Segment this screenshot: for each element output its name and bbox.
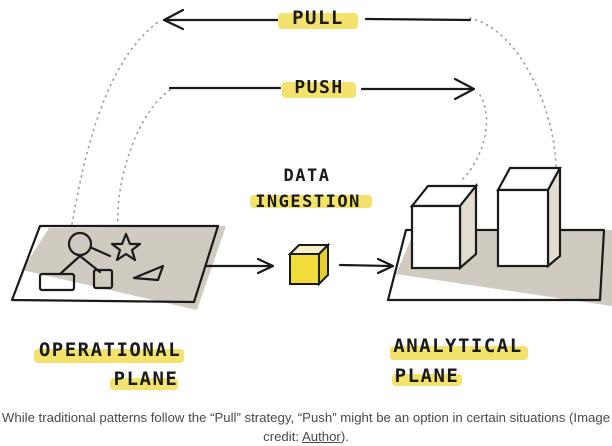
pull-highlight: [278, 13, 358, 29]
rectangle-shape-icon: [38, 272, 76, 292]
analytical-label-line2: PLANE: [395, 365, 460, 387]
push-arrow: [168, 77, 476, 101]
caption-text-end: ).: [340, 429, 349, 444]
architecture-diagram: PULL PUSH DATA INGESTION: [10, 7, 612, 390]
data-ingestion-label-line1: DATA: [284, 166, 331, 186]
star-shape-icon: [110, 232, 142, 262]
image-caption: While traditional patterns follow the “P…: [0, 408, 612, 446]
data-ingestion-label-line2: INGESTION: [255, 192, 361, 212]
push-highlight: [282, 82, 356, 98]
triangle-shape-icon: [132, 264, 165, 282]
operational-label-line2: PLANE: [114, 368, 179, 390]
storage-block-right-icon: [496, 166, 562, 269]
caption-text: While traditional patterns follow the “P…: [1, 410, 611, 444]
operational-plane-highlight: [110, 378, 178, 390]
pull-label: PULL: [292, 7, 344, 29]
operational-plane: [10, 224, 226, 310]
pull-arrow: [162, 8, 472, 31]
data-cube-icon: [287, 242, 331, 287]
pull-dotted-connector-left: [71, 21, 159, 225]
push-dotted-connector-left: [116, 89, 171, 229]
ingest-arrow-in: [204, 257, 275, 275]
push-label: PUSH: [294, 77, 343, 98]
analytical-label-line1: ANALYTICAL: [393, 335, 522, 357]
push-dotted-connector-right: [461, 94, 488, 181]
author-link[interactable]: Author: [301, 429, 341, 444]
operational-highlight: [34, 349, 184, 363]
pull-dotted-connector-right: [469, 17, 557, 169]
operational-label-line1: OPERATIONAL: [39, 339, 181, 361]
storage-block-left-icon: [409, 182, 479, 271]
square-shape-icon: [92, 268, 114, 290]
data-ingestion-highlight: [250, 195, 372, 208]
analytical-plane-highlight: [392, 374, 462, 386]
ingest-arrow-out: [338, 257, 395, 275]
analytical-highlight: [390, 346, 528, 360]
